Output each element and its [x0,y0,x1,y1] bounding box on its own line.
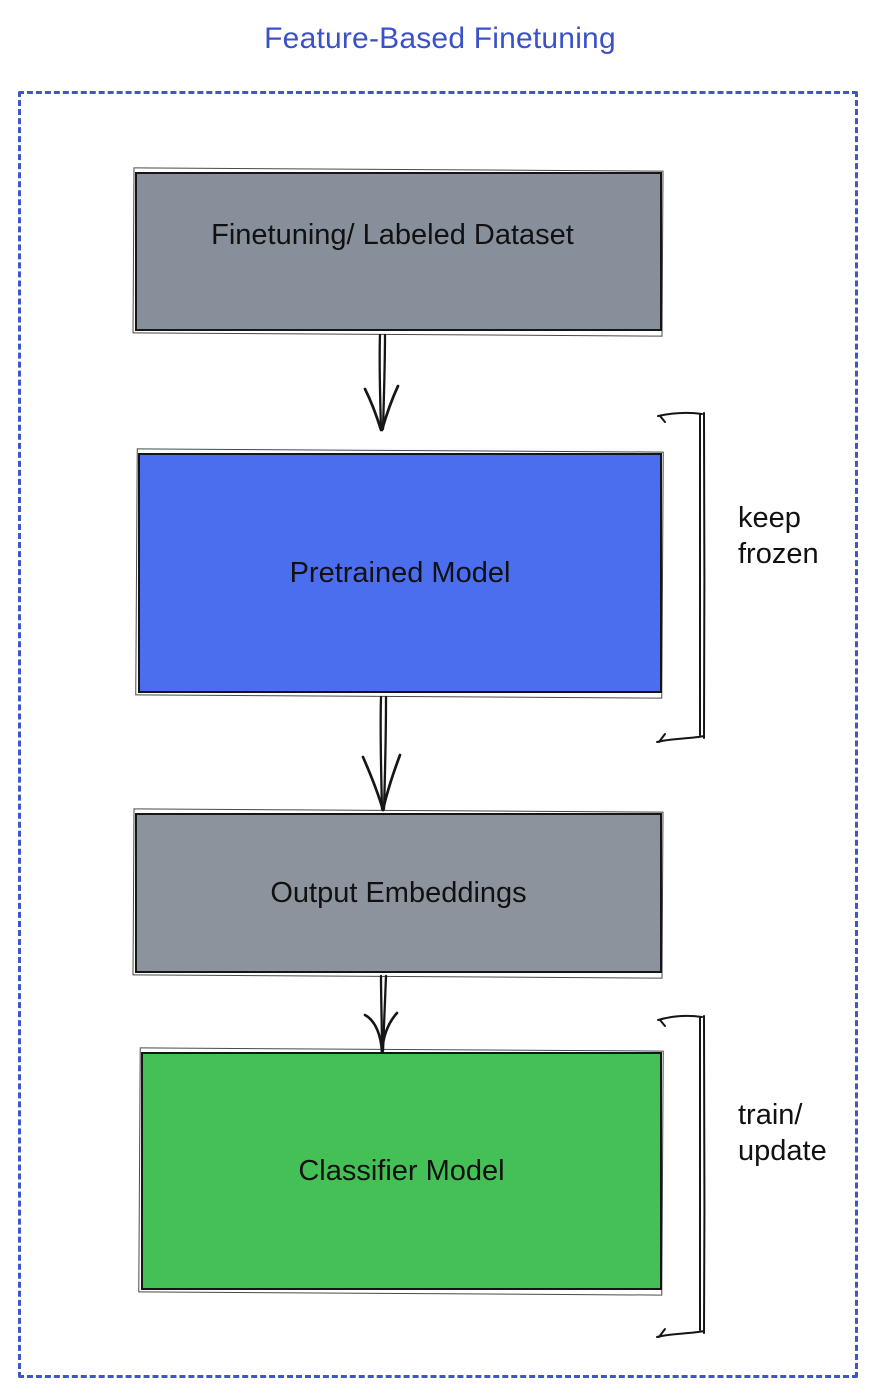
annotation-train-update-line2: update [738,1135,827,1167]
node-classifier-model-label: Classifier Model [298,1154,505,1187]
bracket-keep-frozen [656,411,706,743]
annotation-keep-frozen: keep frozen [738,500,819,572]
annotation-train-update-line1: train/ [738,1099,803,1131]
arrow-down-embeddings-to-classifier [363,974,399,1054]
node-output-embeddings: Output Embeddings [135,813,662,973]
node-output-embeddings-label: Output Embeddings [270,876,527,909]
diagram-title: Feature-Based Finetuning [264,22,616,55]
node-finetuning-dataset-label: Finetuning/ Labeled Dataset [211,219,574,251]
annotation-keep-frozen-line2: frozen [738,538,819,570]
node-finetuning-dataset: Finetuning/ Labeled Dataset [135,172,662,331]
bracket-train-update [656,1015,706,1338]
dashed-frame [18,91,858,1378]
annotation-train-update: train/ update [738,1097,827,1169]
node-pretrained-model-label: Pretrained Model [289,556,511,589]
node-pretrained-model: Pretrained Model [138,453,662,693]
node-classifier-model: Classifier Model [141,1052,662,1290]
arrow-down-pretrained-to-embeddings [361,695,402,812]
annotation-keep-frozen-line1: keep [738,502,801,534]
arrow-down-dataset-to-pretrained [363,333,400,432]
